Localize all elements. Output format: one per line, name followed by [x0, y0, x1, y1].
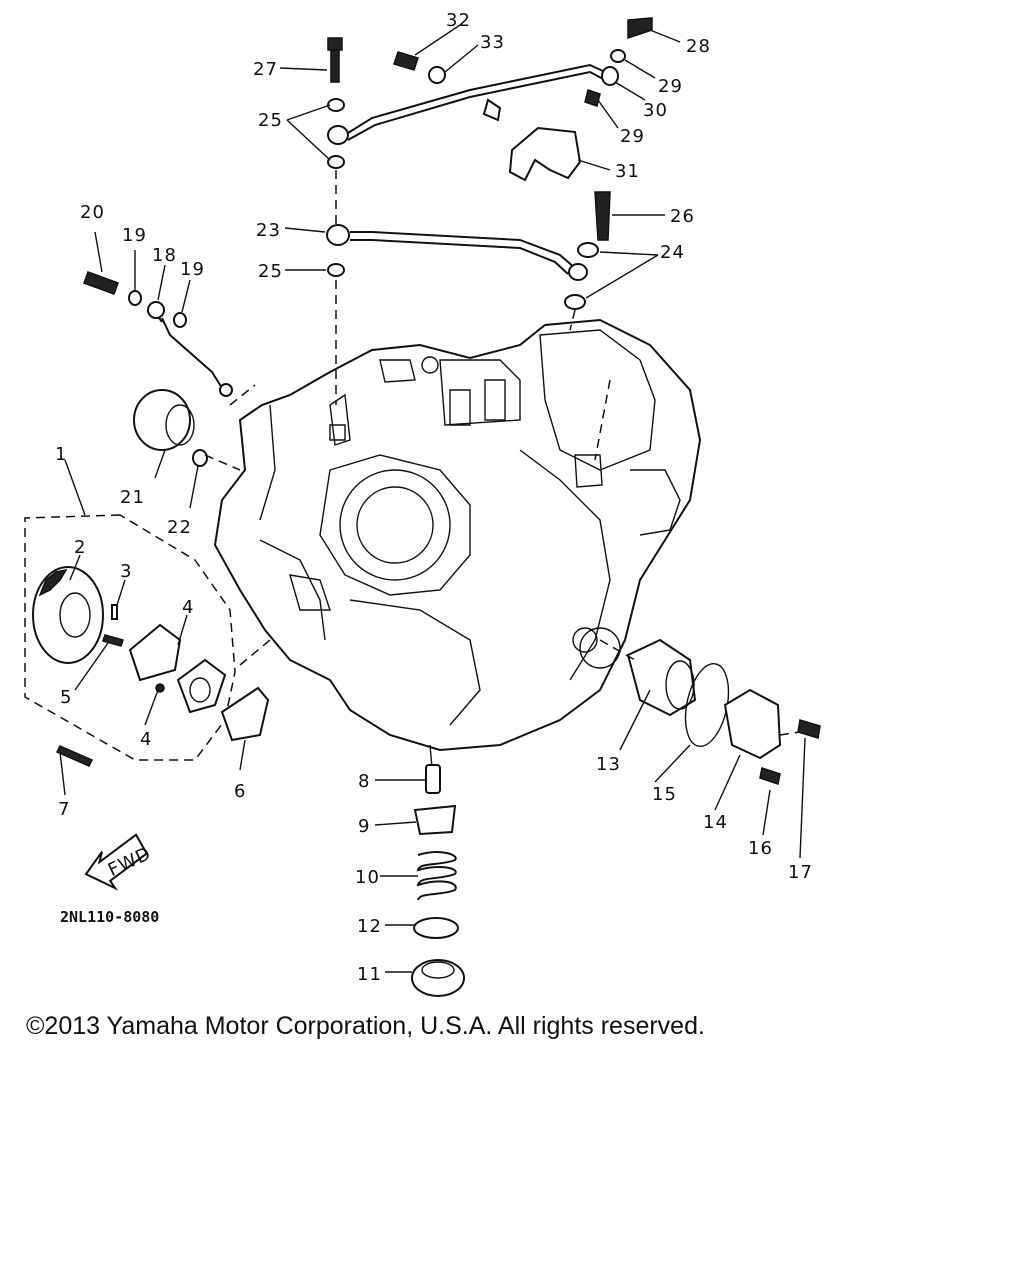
fwd-label: FWD [105, 843, 155, 881]
fwd-arrow-icon: FWD [84, 833, 155, 891]
callout-29a: 29 [658, 76, 683, 97]
washer-33 [428, 66, 446, 84]
leader-lines [59, 24, 806, 973]
callout-8: 8 [358, 771, 370, 792]
bolt-17 [797, 719, 821, 739]
bolt-32 [393, 51, 419, 71]
callout-7: 7 [58, 799, 70, 820]
crankcase [213, 318, 702, 769]
parts-diagram: FWD 2NL110-8080 1 2 3 4 4 5 6 7 8 9 10 1… [24, 10, 821, 997]
oil-pump-assembly-outline [24, 514, 236, 761]
copyright-notice: ©2013 Yamaha Motor Corporation, U.S.A. A… [26, 1012, 705, 1040]
drain-stack [411, 764, 465, 997]
callout-4b: 4 [140, 729, 152, 750]
callout-4a: 4 [182, 597, 194, 618]
callout-30: 30 [643, 100, 668, 121]
oil-pump-housing [128, 623, 227, 714]
callout-19b: 19 [180, 259, 205, 280]
washer-29-upper [610, 49, 626, 63]
callout-labels: 1 2 3 4 4 5 6 7 8 9 10 11 12 13 14 15 16… [55, 10, 813, 985]
callout-32: 32 [446, 10, 471, 31]
screw-5 [102, 634, 124, 647]
callout-23: 23 [256, 220, 281, 241]
plug-29-lower [584, 89, 601, 107]
diagram-code: 2NL110-8080 [60, 908, 159, 926]
oil-filter [626, 638, 697, 717]
callout-22: 22 [167, 517, 192, 538]
callout-13: 13 [596, 754, 621, 775]
bolt-28 [627, 17, 653, 40]
oil-delivery-pipe-upper [347, 63, 619, 141]
callout-25b: 25 [258, 261, 283, 282]
callout-31: 31 [615, 161, 640, 182]
callout-33: 33 [480, 32, 505, 53]
callout-26: 26 [670, 206, 695, 227]
callout-15: 15 [652, 784, 677, 805]
callout-9: 9 [358, 816, 370, 837]
callout-3: 3 [120, 561, 132, 582]
bracket [508, 126, 582, 182]
callout-28: 28 [686, 36, 711, 57]
oil-delivery-pipe-left [83, 271, 233, 397]
bolt-16 [759, 767, 781, 785]
oil-delivery-pipe-lower [350, 191, 611, 310]
plug [192, 449, 208, 467]
callout-24: 24 [660, 242, 685, 263]
oil-filter-cover [723, 688, 782, 760]
callout-12: 12 [357, 916, 382, 937]
callout-21: 21 [120, 487, 145, 508]
callout-18: 18 [152, 245, 177, 266]
callout-14: 14 [703, 812, 728, 833]
callout-11: 11 [357, 964, 382, 985]
callout-17: 17 [788, 862, 813, 883]
callout-6: 6 [234, 781, 246, 802]
callout-2: 2 [74, 537, 86, 558]
gasket [220, 686, 270, 742]
union-bolt-stack [326, 37, 350, 277]
bearing [133, 389, 195, 451]
callout-1: 1 [55, 444, 67, 465]
pin [111, 604, 118, 620]
callout-25a: 25 [258, 110, 283, 131]
callout-5: 5 [60, 687, 72, 708]
callout-20: 20 [80, 202, 105, 223]
callout-10: 10 [355, 867, 380, 888]
callout-29b: 29 [620, 126, 645, 147]
oil-pump-gear [32, 566, 104, 664]
bolt-7 [55, 745, 94, 767]
callout-16: 16 [748, 838, 773, 859]
callout-27: 27 [253, 59, 278, 80]
callout-19a: 19 [122, 225, 147, 246]
